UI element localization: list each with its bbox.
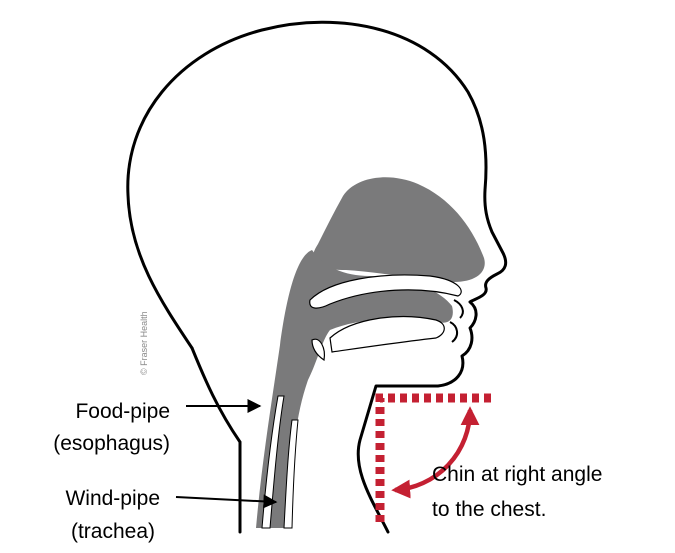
trachea-label: (trachea)	[71, 520, 155, 543]
image-credit: © Fraser Health	[139, 311, 149, 375]
food-pipe-label: Food-pipe	[75, 400, 170, 423]
chin-angle-label-line1: Chin at right angle	[432, 463, 602, 486]
wind-pipe-label: Wind-pipe	[65, 487, 160, 510]
chin-angle-label-line2: to the chest.	[432, 498, 546, 521]
esophagus-label: (esophagus)	[53, 432, 170, 455]
